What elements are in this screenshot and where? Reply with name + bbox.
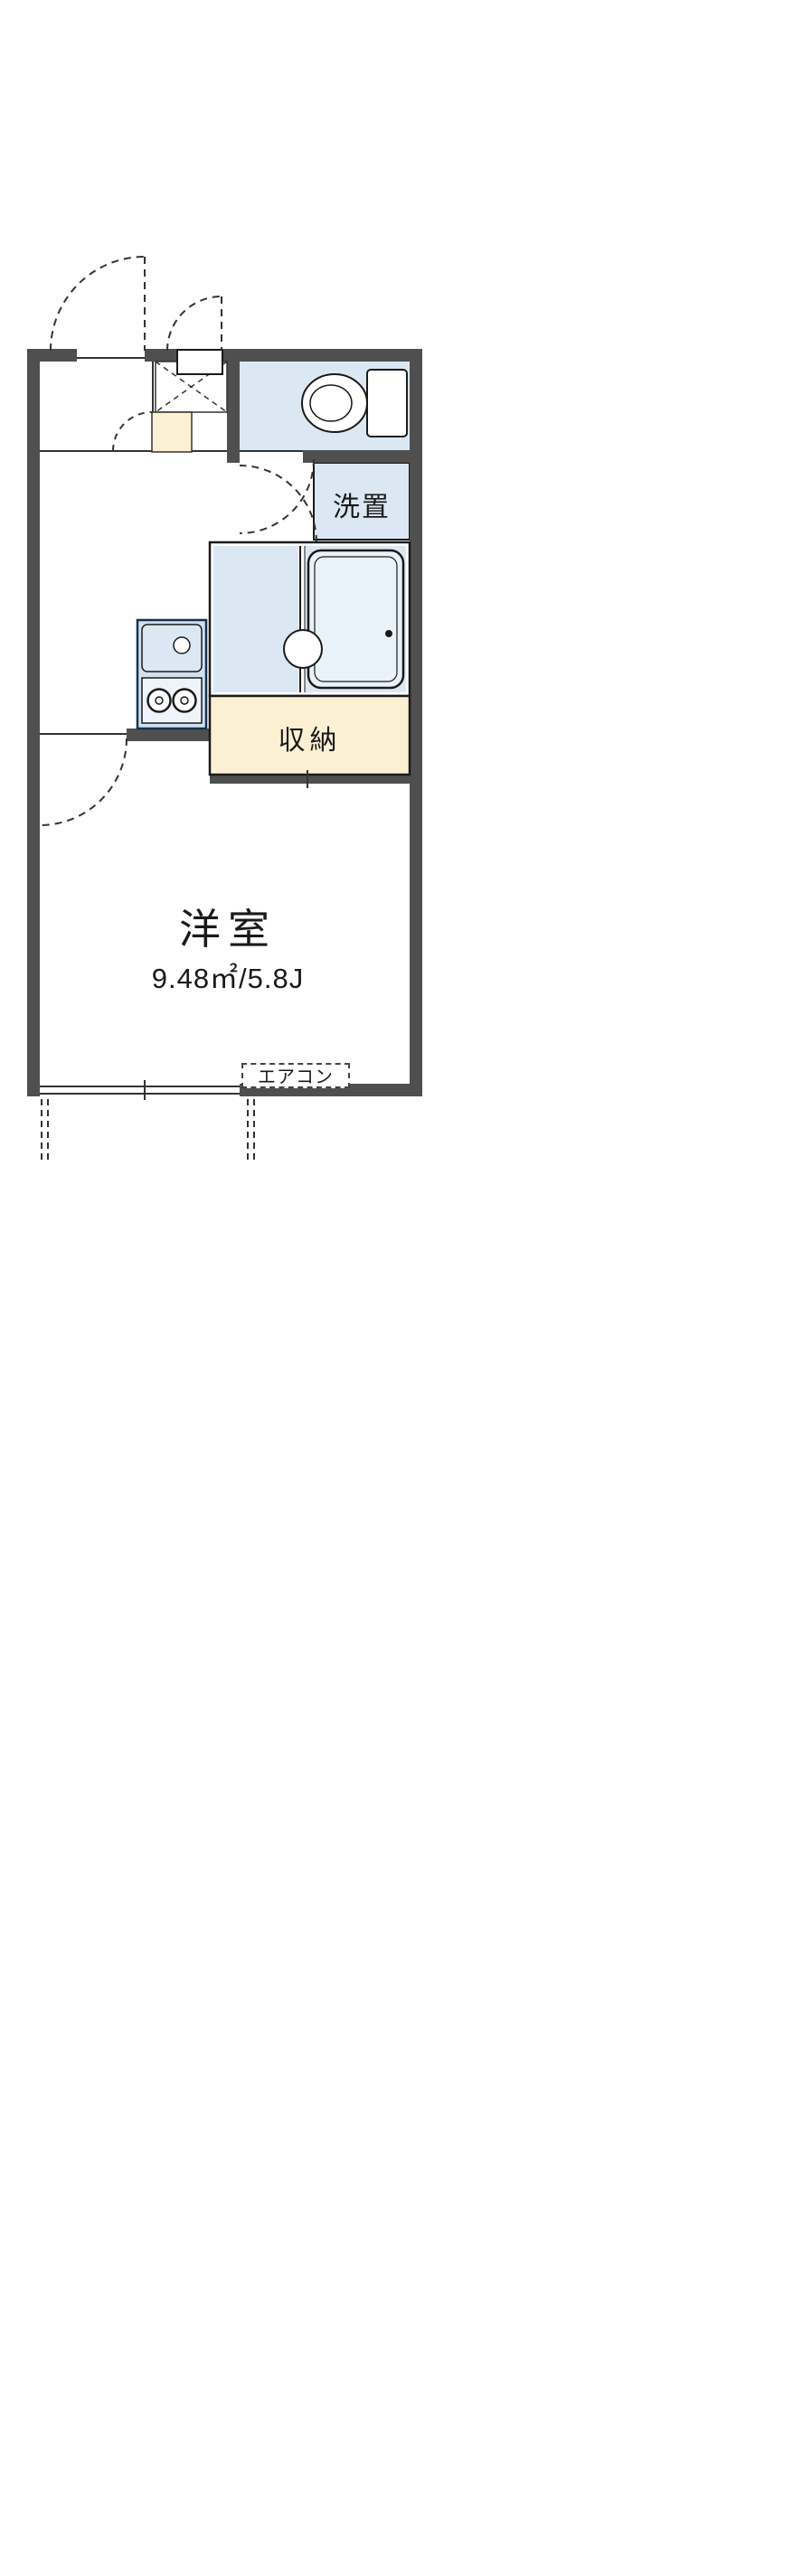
storage-closet xyxy=(208,694,411,788)
shoe-cabinet xyxy=(151,411,193,453)
storage-outline xyxy=(208,694,411,776)
entrance-door-swing-arc-small xyxy=(166,296,222,352)
wall-top-right xyxy=(222,349,422,362)
entrance-area xyxy=(50,256,228,453)
toilet-tank xyxy=(366,369,408,437)
wall-below-toilet xyxy=(303,450,410,463)
entrance-door-leaf xyxy=(176,349,223,375)
entrance-door-swing-arc-large xyxy=(50,256,146,352)
kitchen-counter xyxy=(136,618,208,730)
main-room-label: 洋室 xyxy=(179,906,277,953)
bath-unit xyxy=(208,541,411,698)
toilet-bowl xyxy=(301,373,368,433)
laundry-label: 洗置 xyxy=(333,493,391,522)
walls xyxy=(27,349,422,1096)
wall-entrance-toilet xyxy=(227,349,240,463)
kitchen-sink-icon xyxy=(141,624,203,672)
bathtub-inner xyxy=(314,556,398,682)
bathtub-icon xyxy=(307,549,405,690)
door-arc-main-room xyxy=(39,738,127,826)
storage-label: 収納 xyxy=(278,726,342,756)
stove-burner-right xyxy=(172,688,197,713)
toilet-icon xyxy=(301,369,408,437)
stove-burner-left xyxy=(146,688,172,713)
wall-right xyxy=(410,349,422,1096)
wall-kitchen-mainroom xyxy=(127,729,210,741)
partition-lines xyxy=(40,357,303,735)
door-swings xyxy=(39,458,317,826)
bath-drain-cover xyxy=(283,629,323,669)
wall-below-storage xyxy=(210,775,410,784)
main-room-size-label: 9.48㎡/5.8J xyxy=(151,963,305,994)
stove-burner-left-inner xyxy=(155,696,164,705)
door-arc-bathroom xyxy=(239,465,317,543)
laundry-area xyxy=(313,462,411,541)
window-and-balcony xyxy=(40,1080,255,1164)
door-arc-toilet xyxy=(239,458,315,534)
bath-floor xyxy=(213,546,298,692)
stove-burner-right-inner xyxy=(180,696,189,705)
wall-top-mid xyxy=(145,349,177,362)
aircon-label: エアコン xyxy=(241,1063,350,1088)
kitchen-faucet-icon xyxy=(173,636,191,654)
wall-left xyxy=(27,349,40,1096)
bathtub-drain-dot xyxy=(385,630,392,637)
entrance-inner-door-arc xyxy=(112,411,153,452)
toilet-bowl-inner xyxy=(309,384,353,422)
